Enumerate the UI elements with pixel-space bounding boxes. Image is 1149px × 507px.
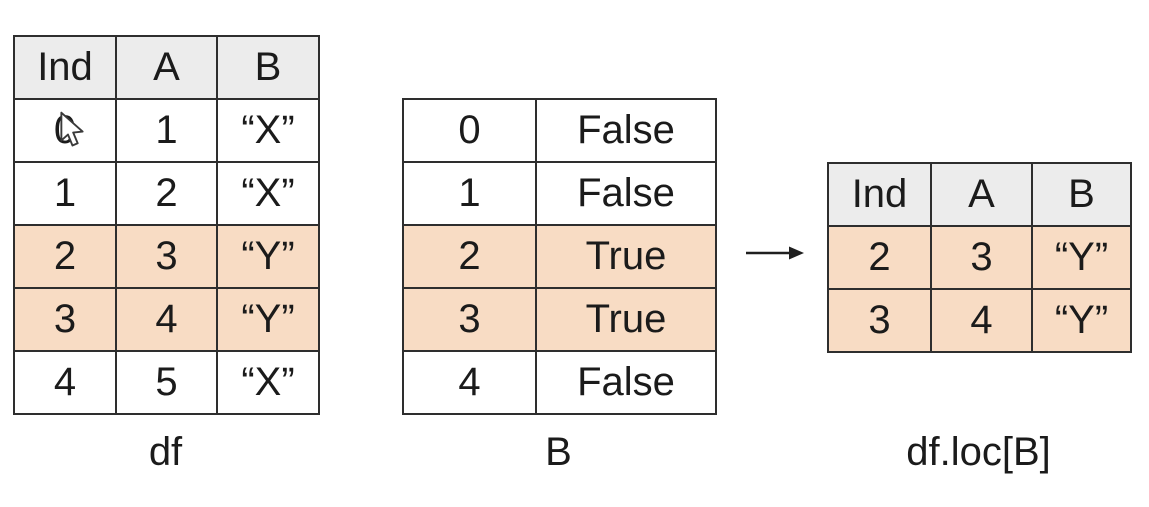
result-table-caption: df.loc[B] <box>906 430 1051 474</box>
column-header: Ind <box>13 35 117 100</box>
table-cell: “Y” <box>1031 225 1132 290</box>
df-table-caption: df <box>148 430 183 474</box>
table-cell: True <box>535 224 717 289</box>
table-row: 01“X” <box>13 98 320 163</box>
table-cell: “Y” <box>216 287 320 352</box>
table-cell: False <box>535 350 717 415</box>
table-cell: “Y” <box>1031 288 1132 353</box>
table-cell: 1 <box>13 161 117 226</box>
table-cell: False <box>535 161 717 226</box>
table-cell: 4 <box>930 288 1033 353</box>
table-cell: 2 <box>13 224 117 289</box>
table-cell: 2 <box>402 224 537 289</box>
table-cell: 3 <box>402 287 537 352</box>
table-cell: “X” <box>216 161 320 226</box>
mask-table-caption: B <box>545 430 572 474</box>
table-cell: 5 <box>115 350 218 415</box>
table-cell: 4 <box>402 350 537 415</box>
df-table-block: IndAB01“X”12“X”23“Y”34“Y”45“X” <box>13 35 320 415</box>
table-cell: 2 <box>827 225 932 290</box>
table-cell: 1 <box>115 98 218 163</box>
table-cell: “Y” <box>216 224 320 289</box>
column-header: B <box>1031 162 1132 227</box>
table-cell: “X” <box>216 98 320 163</box>
column-header: A <box>930 162 1033 227</box>
table-cell: 3 <box>13 287 117 352</box>
table-cell: “X” <box>216 350 320 415</box>
table-cell: 2 <box>115 161 218 226</box>
table-cell: 0 <box>402 98 537 163</box>
table-cell: 3 <box>827 288 932 353</box>
table-cell: 4 <box>115 287 218 352</box>
table-cell: False <box>535 98 717 163</box>
table-cell: 1 <box>402 161 537 226</box>
df-table: IndAB01“X”12“X”23“Y”34“Y”45“X” <box>13 35 320 415</box>
column-header: Ind <box>827 162 932 227</box>
table-cell: 3 <box>115 224 218 289</box>
column-header: A <box>115 35 218 100</box>
table-cell: True <box>535 287 717 352</box>
column-header: B <box>216 35 320 100</box>
mouse-pointer-icon <box>60 111 84 147</box>
right-arrow-icon <box>746 246 804 260</box>
table-cell: 4 <box>13 350 117 415</box>
table-cell: 3 <box>930 225 1033 290</box>
